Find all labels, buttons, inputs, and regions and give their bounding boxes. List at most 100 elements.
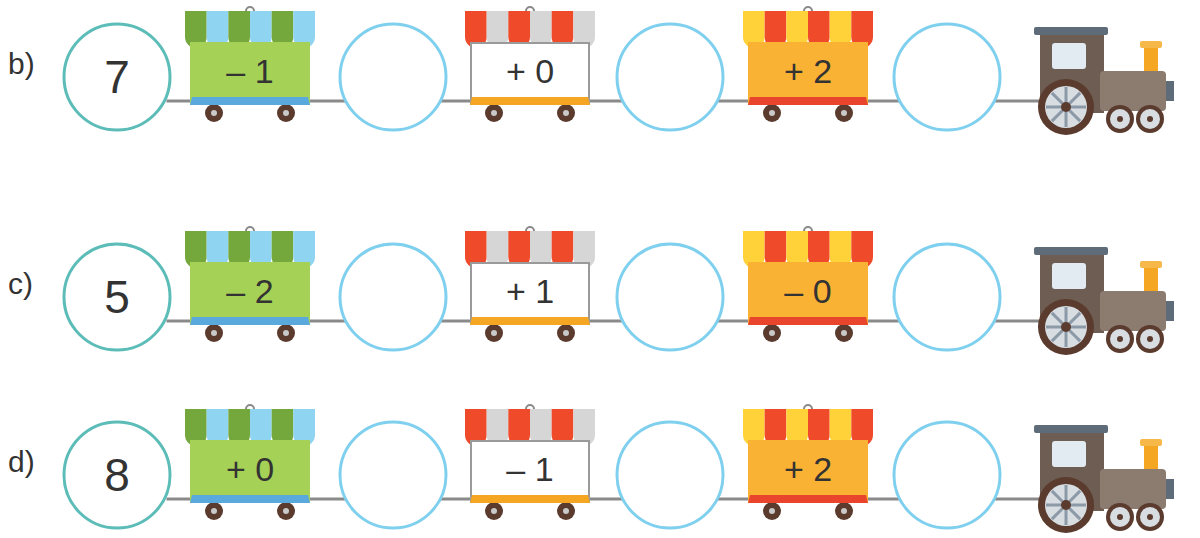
locomotive — [1034, 247, 1108, 255]
start-number: 8 — [104, 452, 130, 498]
locomotive-wheel — [1140, 329, 1160, 349]
locomotive — [1166, 81, 1174, 101]
locomotive — [1034, 27, 1108, 35]
wagon-wheel — [277, 324, 295, 342]
wagon-wheel — [557, 104, 575, 122]
wagon-wheel — [557, 324, 575, 342]
locomotive — [1140, 41, 1162, 48]
locomotive-wheel — [1110, 109, 1130, 129]
wagon-wheel — [211, 508, 217, 514]
locomotive-wheel — [1136, 325, 1164, 353]
wagon-wheel — [769, 110, 775, 116]
wagon-wheel — [491, 330, 497, 336]
locomotive-wheel — [1147, 336, 1153, 342]
locomotive — [1052, 263, 1086, 289]
start-number: 5 — [104, 274, 130, 320]
locomotive-wheel — [1038, 299, 1094, 355]
locomotive — [1100, 291, 1166, 331]
wagon-hook — [526, 227, 534, 231]
locomotive-wheel — [1045, 484, 1087, 526]
locomotive — [1100, 71, 1166, 111]
wagon-wheel — [841, 110, 847, 116]
row-label: c) — [8, 269, 33, 299]
locomotive — [1144, 265, 1158, 291]
locomotive — [1166, 479, 1174, 499]
wagon-wheel — [769, 330, 775, 336]
answer-circle — [617, 24, 723, 130]
wagon-box: – 1 — [190, 42, 310, 105]
locomotive-wheel — [1140, 507, 1160, 527]
wagon-wheel — [841, 330, 847, 336]
locomotive — [1140, 439, 1162, 446]
coupling-line — [166, 100, 190, 103]
wagon-wheel — [485, 502, 503, 520]
operation-text: + 2 — [784, 452, 832, 486]
locomotive — [1144, 443, 1158, 469]
start-number: 7 — [104, 54, 130, 100]
locomotive-wheel — [1110, 507, 1130, 527]
answer-circle — [617, 422, 723, 528]
locomotive-wheel — [1140, 109, 1160, 129]
locomotive-wheel — [1117, 336, 1123, 342]
locomotive-wheel — [1061, 102, 1071, 112]
locomotive-wheel — [1136, 503, 1164, 531]
wagon-box: + 0 — [190, 440, 310, 503]
locomotive-wheel — [1106, 503, 1134, 531]
wagon-box: + 0 — [470, 42, 590, 105]
locomotive-wheel — [1045, 306, 1087, 348]
wagon-hook — [246, 7, 254, 11]
wagon-box: – 0 — [748, 262, 868, 325]
circle-outline — [64, 422, 170, 528]
locomotive-wheel — [1117, 514, 1123, 520]
wagon-hook — [526, 7, 534, 11]
wagon-wheel — [211, 330, 217, 336]
operation-text: + 0 — [506, 54, 554, 88]
wagon-box: + 1 — [470, 262, 590, 325]
locomotive-wheel — [1061, 500, 1071, 510]
locomotive-wheel — [1061, 322, 1071, 332]
wagon-box: + 2 — [748, 42, 868, 105]
wagon-wheel — [205, 104, 223, 122]
locomotive-wheel — [1147, 514, 1153, 520]
operation-text: + 1 — [506, 274, 554, 308]
start-number-circle: 8 — [62, 420, 172, 530]
locomotive — [1034, 425, 1108, 433]
locomotive-wheel — [1038, 79, 1094, 135]
operation-text: – 1 — [506, 452, 553, 486]
wagon-wheel — [277, 104, 295, 122]
wagon-wheel — [563, 110, 569, 116]
wagon-wheel — [485, 324, 503, 342]
answer-circle — [340, 244, 446, 350]
circle-outline — [64, 24, 170, 130]
wagon-hook — [246, 227, 254, 231]
operation-text: – 1 — [226, 54, 273, 88]
wagon-wheel — [763, 104, 781, 122]
answer-circle — [340, 24, 446, 130]
wagon-wheel — [283, 110, 289, 116]
wagon-wheel — [763, 324, 781, 342]
wagon-wheel — [769, 508, 775, 514]
row-label: d) — [8, 447, 35, 477]
answer-circle — [894, 24, 1000, 130]
wagon-wheel — [835, 104, 853, 122]
locomotive-wheel — [1147, 116, 1153, 122]
wagon-wheel — [277, 502, 295, 520]
wagon-wheel — [211, 110, 217, 116]
wagon-wheel — [491, 508, 497, 514]
operation-text: + 2 — [784, 54, 832, 88]
locomotive-wheel — [1117, 116, 1123, 122]
wagon-hook — [804, 227, 812, 231]
wagon-wheel — [485, 104, 503, 122]
operation-text: – 2 — [226, 274, 273, 308]
wagon-wheel — [283, 330, 289, 336]
wagon-hook — [246, 405, 254, 409]
wagon-wheel — [557, 502, 575, 520]
wagon-hook — [804, 405, 812, 409]
wagon-box: – 1 — [470, 440, 590, 503]
wagon-wheel — [763, 502, 781, 520]
locomotive-wheel — [1045, 86, 1087, 128]
wagon-wheel — [835, 324, 853, 342]
